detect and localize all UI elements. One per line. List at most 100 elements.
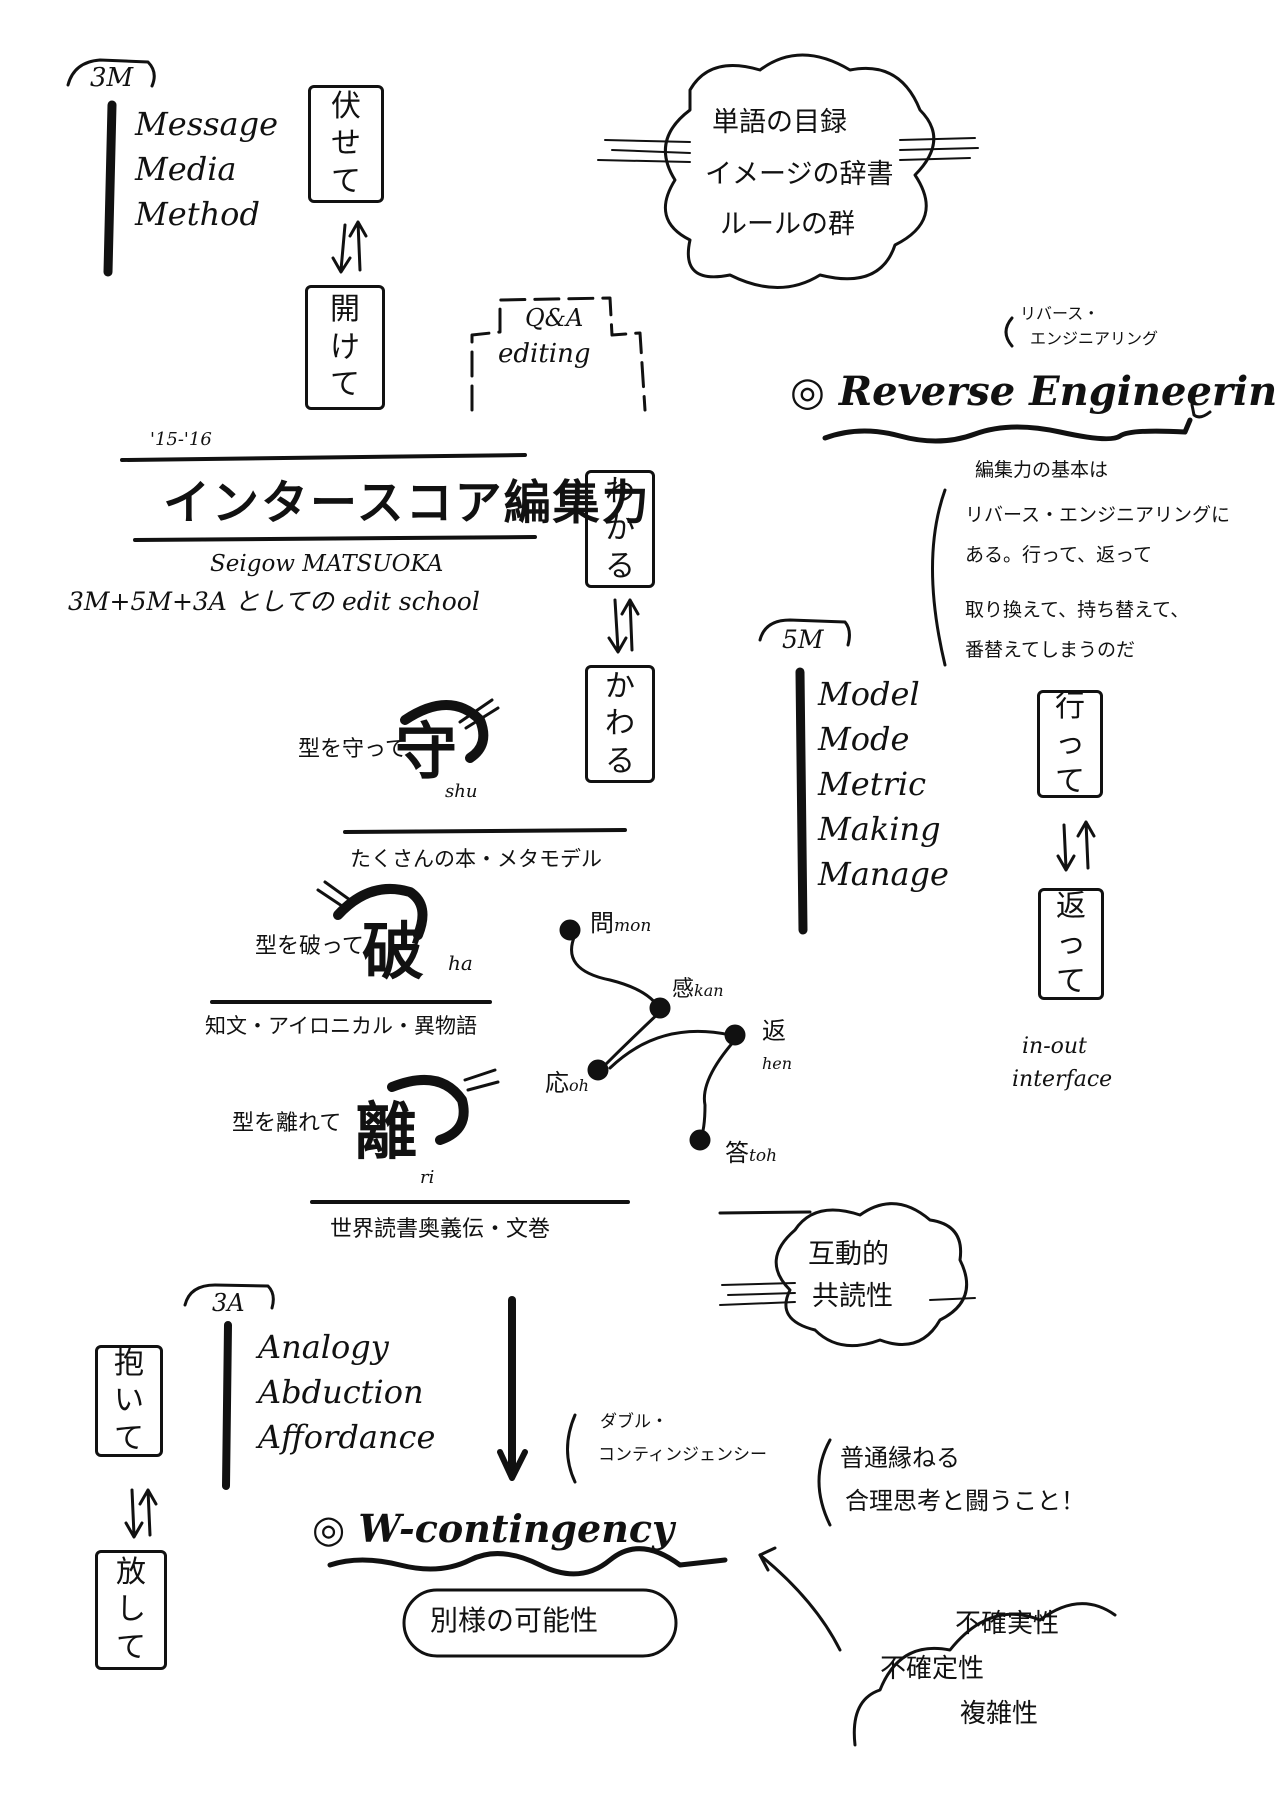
box-fusete: 伏せて (308, 85, 384, 203)
label-3a: 3A (212, 1289, 245, 1317)
box-hanashite: 放して (95, 1550, 167, 1670)
word-fukakutei: 不確定性 (880, 1654, 985, 1684)
flow-hen-toh (698, 1038, 737, 1142)
item-model: Model (818, 675, 920, 713)
qa-label: Q&A (525, 304, 584, 332)
list-3m: Message Media Method (135, 102, 278, 237)
contingency-note-paren (566, 1413, 577, 1484)
reverse-title: ◎ Reverse Engineering (790, 368, 1276, 415)
node-mon (559, 919, 581, 941)
author-name: Seigow MATSUOKA (210, 551, 444, 577)
flow-oh-hen (608, 1029, 732, 1070)
reverse-body-2: リバース・エンジニアリングにある。行って、返って (965, 504, 1231, 566)
item-analogy: Analogy (258, 1328, 389, 1366)
arrow-kawaru-up (620, 598, 640, 652)
years-label: '15-'16 (150, 429, 212, 450)
ha-romaji: ha (448, 951, 473, 975)
ri-prefix: 型を離れて (232, 1111, 342, 1136)
item-manage: Manage (818, 855, 949, 893)
item-affordance: Affordance (258, 1418, 436, 1456)
list-5m: Model Mode Metric Making Manage (818, 672, 949, 897)
reverse-body-3: 取り換えて、持ち替えて、 (965, 599, 1190, 621)
arrow-3m-up (348, 220, 368, 272)
word-fukuzatsu: 複雑性 (960, 1699, 1039, 1729)
reverse-underline (822, 417, 1193, 444)
item-method: Method (135, 195, 260, 233)
label-3m: 3M (90, 63, 134, 93)
node-hen-romaji: hen (762, 1054, 793, 1073)
bottom-arrow-curve (758, 1553, 842, 1652)
qa-box (470, 296, 647, 412)
contingency-title: ◎ W-contingency (312, 1506, 675, 1551)
cloud-1-wind-left (597, 139, 691, 163)
bar-3m (103, 100, 117, 277)
cloud-1 (663, 53, 936, 289)
shu-romaji: shu (445, 781, 478, 802)
big-down-arrowhead (497, 1449, 528, 1481)
node-hen (724, 1024, 746, 1046)
node-kan-label: 感kan (672, 977, 724, 1002)
word-fukakujitsu: 不確実性 (955, 1609, 1060, 1639)
shu-ticks (458, 698, 500, 730)
arrow-3a-down (124, 1488, 144, 1539)
item-making: Making (818, 810, 941, 848)
cloud-2 (774, 1202, 969, 1348)
ha-swoosh (333, 884, 428, 940)
cloud2-line-2: 共読性 (812, 1281, 893, 1312)
reverse-tail (1190, 403, 1212, 419)
qa-editing: editing (498, 339, 591, 369)
connector-cloud2 (718, 1210, 812, 1215)
item-media: Media (135, 150, 237, 188)
shu-kanji: 守 (395, 715, 458, 788)
ha-ticks (316, 880, 352, 910)
betsuyou-label: 別様の可能性 (430, 1604, 599, 1637)
reverse-body-4: 番替えてしまうのだ (965, 639, 1136, 661)
ri-ticks (463, 1068, 500, 1092)
in-out-label: in-out (1022, 1034, 1087, 1059)
cloud-2-wind (719, 1282, 976, 1306)
bracket-3a (183, 1283, 275, 1310)
cloud2-line-1: 互動的 (808, 1239, 889, 1270)
ha-prefix: 型を破って (255, 934, 364, 959)
reverse-body-paren (931, 488, 947, 667)
reverse-note-paren (1004, 316, 1014, 348)
node-hen-label: 返 (762, 1017, 786, 1045)
box-daite: 抱いて (95, 1345, 163, 1457)
subtitle: 3M+5M+3A としての edit school (68, 587, 480, 616)
node-mon-label: 問mon (590, 909, 652, 937)
bar-3a (222, 1321, 232, 1490)
list-3a: Analogy Abduction Affordance (258, 1325, 435, 1460)
cloud-1-wind-right (899, 137, 979, 161)
bottom-arrow-head (758, 1546, 777, 1572)
cloud1-line-1: 単語の目録 (712, 107, 847, 138)
ha-caption: 知文・アイロニカル・異物語 (205, 1014, 477, 1038)
cloud1-line-3: ルールの群 (720, 209, 855, 240)
node-toh (689, 1129, 711, 1151)
item-mode: Mode (818, 720, 910, 758)
item-metric: Metric (818, 765, 927, 803)
bottom-cloud-arc (852, 1602, 1117, 1747)
box-itte: 行って (1037, 689, 1103, 799)
arrow-wakaru-down (607, 598, 628, 654)
label-5m: 5M (782, 625, 824, 654)
main-title: インタースコア編集力 (163, 476, 651, 531)
title-rule-top (120, 453, 527, 462)
reverse-note-2: エンジニアリング (1030, 329, 1159, 348)
ri-kanji: 離 (355, 1095, 418, 1168)
node-kan (649, 997, 671, 1019)
cloud1-line-2: イメージの辞書 (705, 159, 894, 190)
box-akete: 開けて (305, 285, 385, 410)
betsuyou-oval (402, 1588, 678, 1658)
box-kawaru: かわる (585, 665, 655, 783)
contingency-note-2: コンティンジェンシー (598, 1445, 767, 1465)
bracket-3m (66, 58, 156, 88)
reverse-body-1: 編集力の基本は (975, 459, 1109, 481)
arrow-reverse-down (1056, 823, 1076, 872)
box-kaette: 返って (1038, 888, 1104, 1000)
bar-5m (795, 667, 808, 935)
item-abduction: Abduction (258, 1373, 424, 1411)
ha-kanji: 破 (362, 915, 425, 988)
node-oh-label: 応oh (545, 1069, 589, 1097)
shu-caption: たくさんの本・メタモデル (350, 847, 602, 871)
